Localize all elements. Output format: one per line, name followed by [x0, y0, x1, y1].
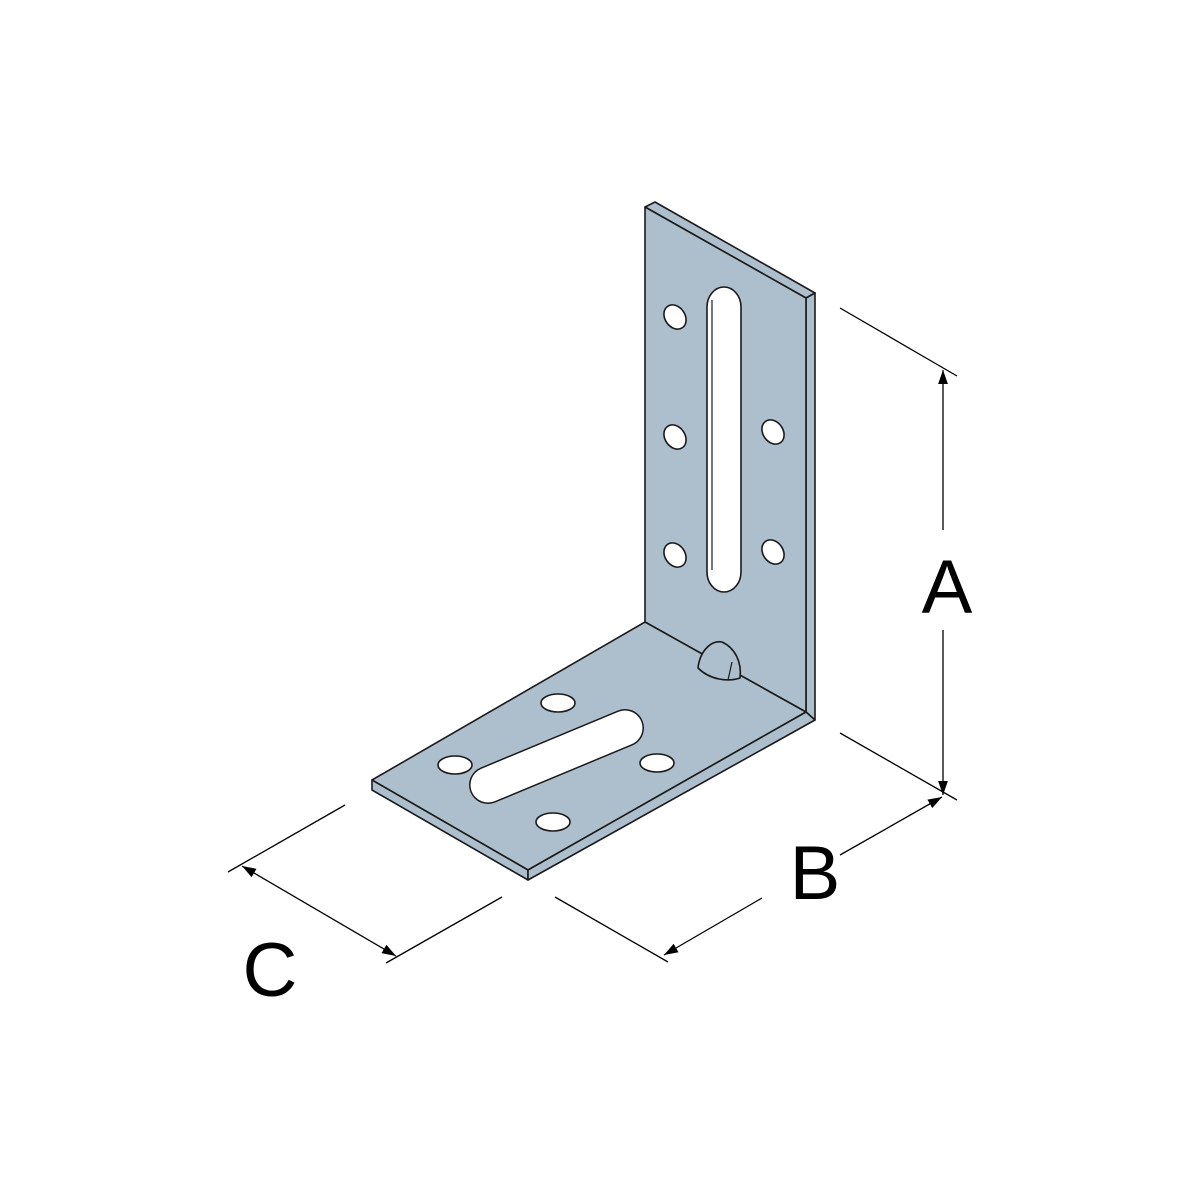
dimension-a: [839, 307, 958, 801]
dimension-c: [227, 804, 503, 964]
hole: [663, 542, 687, 568]
hole: [639, 753, 675, 773]
horizontal-leg-side-edge: [527, 711, 816, 881]
extension-line: [839, 732, 958, 801]
vertical-slot: [706, 286, 742, 593]
extension-line: [554, 896, 669, 963]
hole: [761, 419, 785, 445]
vertical-leg-holes: [663, 286, 785, 593]
stiffening-rib-edge: [727, 661, 733, 681]
dimension-line-c: [241, 865, 397, 957]
horizontal-slot: [469, 709, 644, 804]
bracket: [371, 201, 816, 881]
hole: [535, 812, 571, 832]
extension-line: [839, 307, 958, 377]
hole: [437, 755, 473, 775]
dimension-line-b-right: [839, 796, 943, 856]
hole: [663, 304, 687, 330]
extension-line: [227, 804, 346, 873]
hole: [663, 424, 687, 450]
dimension-label-c: C: [243, 928, 298, 1013]
hole: [540, 693, 576, 713]
dimension-b: [554, 796, 943, 963]
dimension-label-a: A: [922, 545, 973, 630]
dimension-label-b: B: [790, 831, 841, 916]
extension-line: [385, 896, 503, 964]
horizontal-leg-holes: [437, 693, 675, 832]
vertical-leg-side-edge: [805, 292, 816, 721]
dimension-line-b-left: [663, 897, 763, 956]
hole: [761, 539, 785, 565]
